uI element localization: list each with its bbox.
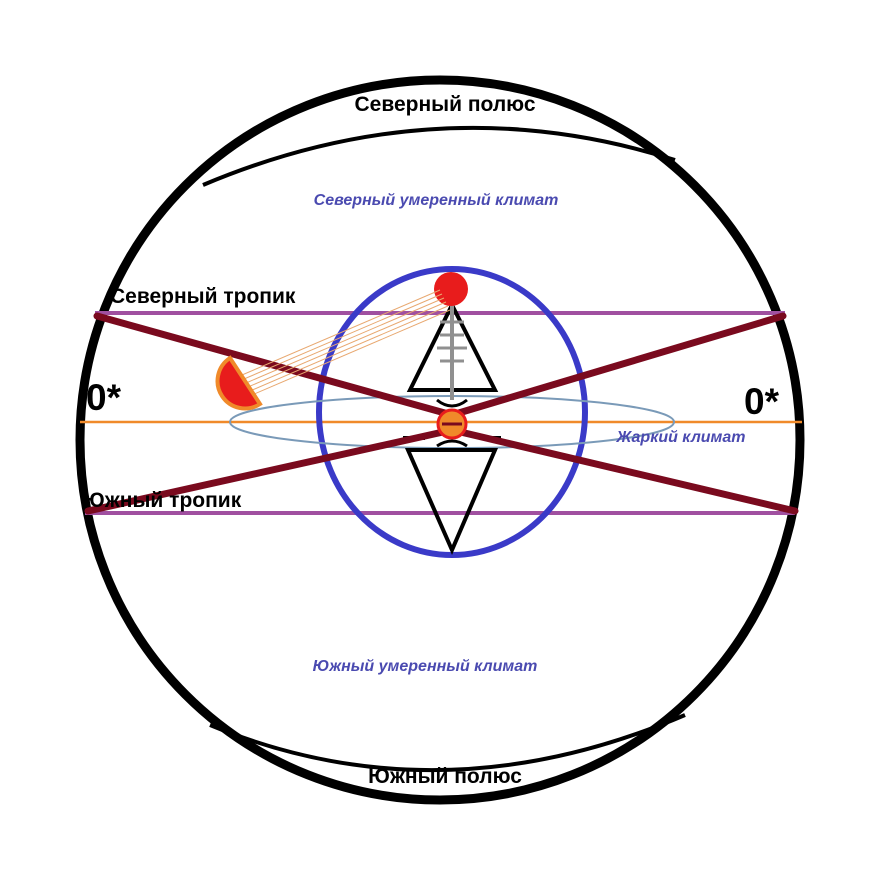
south-tropic-label: Южный тропик [83,489,242,512]
half-sun-icon [218,358,260,408]
sun-icon [434,272,468,306]
hot-climate-label: Жаркий климат [616,429,746,446]
center-bracket-bottom [437,441,467,446]
north-pole-label: Северный полюс [354,93,535,116]
north-tropic-label: Северный тропик [110,285,296,308]
south-pole-label: Южный полюс [368,765,522,788]
north-temperate-label: Северный умеренный климат [314,192,559,209]
equator-left-label: 0* [86,377,122,418]
cross-line-2 [452,316,783,415]
lower-triangle [408,450,495,550]
center-bracket-top [437,400,467,406]
equator-right-label: 0* [744,381,780,422]
south-temperate-label: Южный умеренный климат [313,658,538,675]
north-polar-cap-line [203,128,675,185]
